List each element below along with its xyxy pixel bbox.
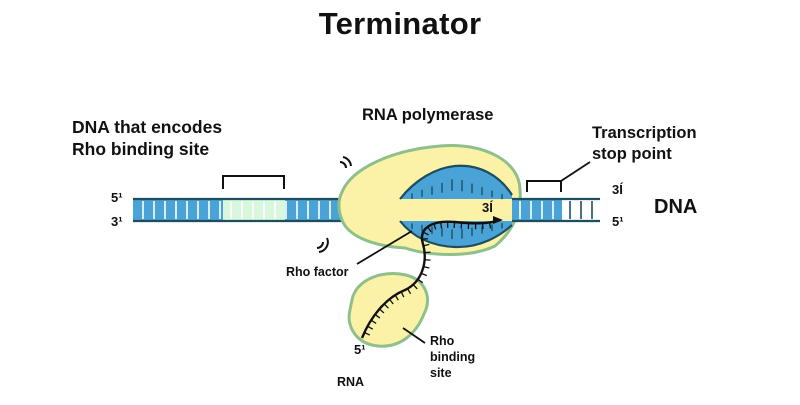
- dna-duplex-right: [512, 199, 600, 221]
- diagram-title: Terminator: [0, 6, 800, 42]
- left-top-end: 5¹: [111, 190, 123, 205]
- rna-base-tick: [490, 222, 491, 228]
- encodes-line-2: Rho binding site: [72, 138, 222, 160]
- right-top-end: 3Í: [612, 182, 623, 197]
- rna-base-tick: [421, 273, 427, 275]
- rho-factor-shape: [349, 274, 427, 347]
- encodes-bracket: [223, 176, 284, 189]
- encodes-rho-label: DNA that encodes Rho binding site: [72, 116, 222, 160]
- dna-label: DNA: [654, 196, 697, 219]
- right-bottom-end: 5¹: [612, 214, 624, 229]
- rna-base-tick: [441, 222, 442, 228]
- rho-site-line-2: binding: [430, 349, 475, 365]
- rna-3-prime-end: 3Í: [482, 200, 493, 215]
- rho-binding-site-label: Rho binding site: [430, 333, 475, 381]
- stop-point-label: Transcription stop point: [592, 123, 697, 165]
- stop-line-2: stop point: [592, 144, 697, 165]
- rna-5-prime-end: 5¹: [354, 342, 366, 357]
- rho-site-line-1: Rho: [430, 333, 475, 349]
- rho-factor-label: Rho factor: [286, 264, 349, 280]
- stop-point-leader: [561, 162, 590, 181]
- left-bottom-end: 3¹: [111, 214, 123, 229]
- rho-site-line-3: site: [430, 365, 475, 381]
- stop-line-1: Transcription: [592, 123, 697, 144]
- stop-point-bracket: [527, 181, 561, 192]
- rna-base-tick: [454, 222, 455, 228]
- rna-base-tick: [425, 252, 431, 253]
- encodes-line-1: DNA that encodes: [72, 116, 222, 138]
- rna-label: RNA: [337, 374, 364, 390]
- polymerase-label: RNA polymerase: [362, 105, 493, 126]
